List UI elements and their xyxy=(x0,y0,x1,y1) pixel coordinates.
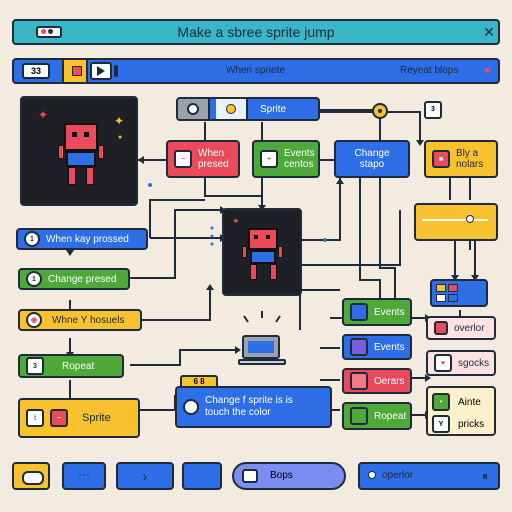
events-1-block[interactable]: Events xyxy=(342,298,412,326)
when-key-pressed-label: When kay prossed xyxy=(46,233,129,245)
ropeat-right-label: Ropeat xyxy=(374,410,407,422)
repeat-left-block[interactable]: 3 Ropeat xyxy=(18,354,124,378)
pause-icon: ⏸ xyxy=(482,469,489,483)
sprite-top-block[interactable]: Sprite xyxy=(176,97,320,121)
more-button[interactable]: ··· xyxy=(62,462,106,490)
dot-chip[interactable] xyxy=(372,103,388,119)
pricks-label: pricks xyxy=(458,418,485,430)
bly-nolars-label: Bly a nolars xyxy=(456,148,484,170)
change-sprite-block[interactable]: • Change f sprite is is touch the color xyxy=(175,386,332,428)
whne-y-hosuels-block[interactable]: ◉ Whne Y hosuels xyxy=(18,309,142,331)
change-stape-label: Change stapo xyxy=(354,148,390,170)
overlor-label: overlor xyxy=(454,322,485,334)
overlor-block[interactable]: overlor xyxy=(426,316,496,340)
close-icon[interactable]: ✕ xyxy=(483,24,495,40)
events-centos-block[interactable]: + Events centos xyxy=(252,140,320,178)
sprite-character xyxy=(242,228,288,290)
counter-badge: 33 xyxy=(22,63,50,79)
header-left-label: When spriete xyxy=(226,65,285,76)
when-pressed-block[interactable]: − When presed xyxy=(166,140,240,178)
whne-y-hosuels-label: Whne Y hosuels xyxy=(52,314,125,326)
ainte-label: Ainte xyxy=(458,396,481,408)
oerars-block[interactable]: Oerars xyxy=(342,368,412,394)
bops-label: Bops xyxy=(270,470,293,481)
bly-nolars-block[interactable]: ■ Bly a nolars xyxy=(424,140,498,178)
events-centos-label: Events centos xyxy=(284,148,315,170)
header-right-label: Reyeat blops xyxy=(400,65,459,76)
when-key-pressed-block[interactable]: 1 When kay prossed xyxy=(16,228,148,250)
events-2-label: Events xyxy=(374,341,405,353)
flag-icon[interactable] xyxy=(62,60,88,82)
sparkle-icon: ● xyxy=(118,134,123,141)
sparkle-icon: ✦ xyxy=(232,216,240,226)
change-presed-block[interactable]: 1 Change presed xyxy=(18,268,130,290)
laptop-icon xyxy=(238,335,286,369)
bottom-toggle-button[interactable] xyxy=(12,462,50,490)
sprite-character xyxy=(58,123,104,193)
record-dots-icon xyxy=(36,26,62,38)
sprite-stage-center[interactable]: ✦ xyxy=(222,208,302,296)
sprite-bottom-label: Sprite xyxy=(82,412,111,424)
oerars-label: Oerars xyxy=(374,375,405,387)
title-bar: Make a sbree sprite jump ✕ xyxy=(12,19,500,45)
events-1-label: Events xyxy=(374,306,405,318)
operator-label: operlor xyxy=(382,470,414,481)
change-presed-label: Change presed xyxy=(48,273,117,285)
ainte-pricks-block[interactable]: • Ainte Y pricks xyxy=(426,386,496,436)
pricks-tag: Y xyxy=(432,415,450,433)
window-title: Make a sbree sprite jump xyxy=(177,24,335,40)
toolbar-handle xyxy=(114,65,118,77)
change-stape-block[interactable]: Change stapo xyxy=(334,140,410,178)
sgocks-label: sgocks xyxy=(458,357,490,369)
sgocks-block[interactable]: ♥ sgocks xyxy=(426,350,496,376)
change-sprite-label: Change f sprite is is touch the color xyxy=(205,395,293,418)
when-pressed-label: When presed xyxy=(198,148,229,170)
slot-button[interactable] xyxy=(182,462,222,490)
sprite-top-label: Sprite xyxy=(260,103,287,115)
color-chip-group[interactable] xyxy=(430,279,488,307)
events-2-block[interactable]: Events xyxy=(342,334,412,360)
play-icon[interactable] xyxy=(90,62,112,80)
ropeat-right-block[interactable]: Ropeat xyxy=(342,402,412,430)
operator-button[interactable]: operlor ⏸ xyxy=(358,462,500,490)
bops-icon xyxy=(242,469,258,483)
slider-knob[interactable] xyxy=(466,215,474,223)
sparkle-icon: ✦ xyxy=(38,108,49,122)
toolbar: 33 When spriete Reyeat blops ♥ xyxy=(12,58,500,84)
plus-icon: + xyxy=(260,150,278,168)
value-slider-block[interactable] xyxy=(414,203,498,241)
bops-button[interactable]: Bops xyxy=(232,462,346,490)
sprite-stage-top[interactable]: ✦ ✦ ● xyxy=(20,96,138,206)
minus-icon: − xyxy=(174,150,192,168)
repeat-left-label: Ropeat xyxy=(62,360,95,372)
sparkle-icon: ✦ xyxy=(114,114,125,128)
next-button[interactable]: › xyxy=(116,462,174,490)
sprite-bottom-block[interactable]: ⁞ − Sprite xyxy=(18,398,140,438)
counter-chip[interactable]: 3 xyxy=(424,101,442,119)
heart-icon[interactable]: ♥ xyxy=(484,65,491,77)
